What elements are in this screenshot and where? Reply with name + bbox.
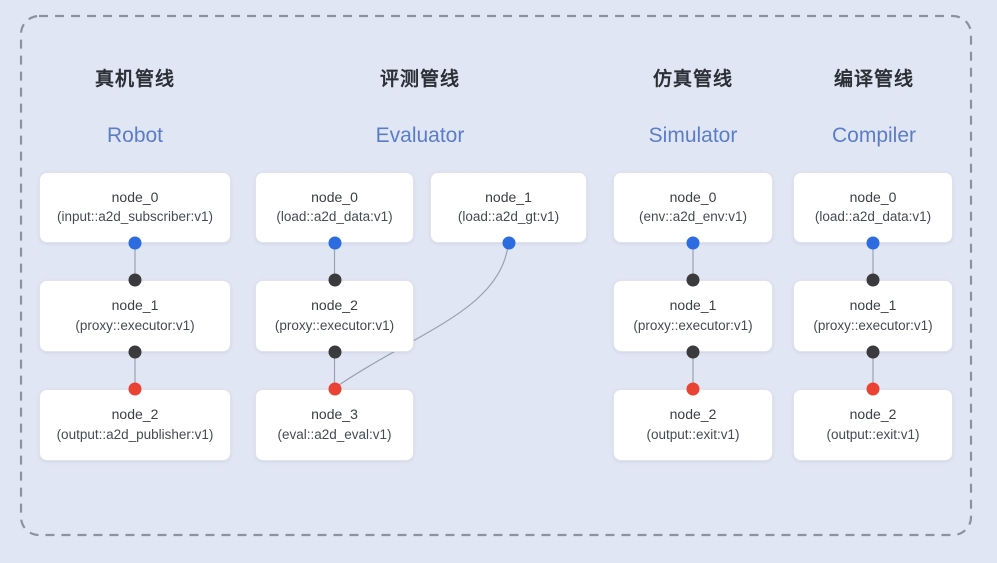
node-title: node_1 [849, 297, 897, 314]
node-subtitle: (input::a2d_subscriber:v1) [56, 209, 214, 225]
port-dot-blue [866, 236, 880, 250]
port-dot-black [128, 345, 142, 359]
node-title: node_1 [669, 297, 717, 314]
node-box-evaluator-1: node_1 (load::a2d_gt:v1) [430, 172, 587, 243]
node-box-simulator-2: node_2 (output::exit:v1) [613, 389, 773, 461]
node-subtitle: (eval::a2d_eval:v1) [277, 426, 392, 442]
node-box-simulator-1: node_1 (proxy::executor:v1) [613, 280, 773, 352]
node-subtitle: (proxy::executor:v1) [274, 317, 395, 333]
port-dot-blue [328, 236, 341, 250]
node-box-compiler-0: node_0 (load::a2d_data:v1) [793, 172, 953, 243]
port-dot-blue [686, 236, 700, 250]
node-box-simulator-0: node_0 (env::a2d_env:v1) [613, 172, 773, 243]
pipeline-title-evaluator: 评测管线 [379, 69, 461, 90]
node-box-evaluator-0: node_0 (load::a2d_data:v1) [255, 172, 414, 243]
pipeline-title-compiler: 编译管线 [833, 69, 915, 90]
port-dot-black [328, 345, 341, 359]
port-dot-black [686, 273, 700, 287]
node-title: node_2 [849, 406, 897, 423]
cross-connector-curve [334, 242, 510, 389]
pipeline-title-simulator: 仿真管线 [652, 69, 734, 90]
node-title: node_0 [849, 188, 897, 205]
pipeline-name-compiler: Compiler [831, 124, 917, 147]
node-box-robot-2: node_2 (output::a2d_publisher:v1) [39, 389, 231, 461]
node-box-robot-1: node_1 (proxy::executor:v1) [39, 280, 231, 352]
node-subtitle: (proxy::executor:v1) [813, 317, 933, 333]
pipeline-name-evaluator: Evaluator [375, 124, 465, 147]
port-dot-red [686, 382, 700, 396]
node-title: node_2 [311, 297, 358, 314]
pipeline-name-robot: Robot [106, 124, 164, 147]
node-subtitle: (proxy::executor:v1) [75, 317, 195, 333]
node-subtitle: (load::a2d_data:v1) [814, 209, 932, 225]
port-dot-blue [128, 236, 142, 250]
node-title: node_0 [669, 188, 717, 205]
port-dot-red [328, 382, 341, 396]
node-title: node_2 [669, 406, 717, 423]
node-title: node_1 [485, 188, 532, 205]
node-title: node_1 [111, 297, 159, 314]
dashed-border [19, 14, 973, 537]
node-box-evaluator-3: node_3 (eval::a2d_eval:v1) [255, 389, 414, 461]
node-box-compiler-1: node_1 (proxy::executor:v1) [793, 280, 953, 352]
node-box-compiler-2: node_2 (output::exit:v1) [793, 389, 953, 461]
port-dot-black [128, 273, 142, 287]
port-dot-black [328, 273, 341, 287]
node-box-evaluator-2: node_2 (proxy::executor:v1) [255, 280, 414, 352]
port-dot-red [866, 382, 880, 396]
port-dot-black [866, 273, 880, 287]
node-subtitle: (output::exit:v1) [646, 426, 740, 442]
node-title: node_0 [111, 188, 159, 205]
node-subtitle: (output::a2d_publisher:v1) [56, 426, 214, 442]
port-dot-red [128, 382, 142, 396]
node-subtitle: (proxy::executor:v1) [633, 317, 753, 333]
node-title: node_0 [311, 188, 358, 205]
node-title: node_3 [311, 406, 358, 423]
port-dot-black [686, 345, 700, 359]
pipeline-title-robot: 真机管线 [94, 69, 176, 90]
node-subtitle: (load::a2d_gt:v1) [457, 209, 560, 225]
node-subtitle: (output::exit:v1) [826, 426, 920, 442]
node-subtitle: (env::a2d_env:v1) [638, 209, 748, 225]
port-dot-blue [502, 236, 515, 250]
node-box-robot-0: node_0 (input::a2d_subscriber:v1) [39, 172, 231, 243]
node-subtitle: (load::a2d_data:v1) [276, 209, 393, 225]
pipeline-name-simulator: Simulator [648, 124, 738, 147]
node-title: node_2 [111, 406, 159, 423]
port-dot-black [866, 345, 880, 359]
